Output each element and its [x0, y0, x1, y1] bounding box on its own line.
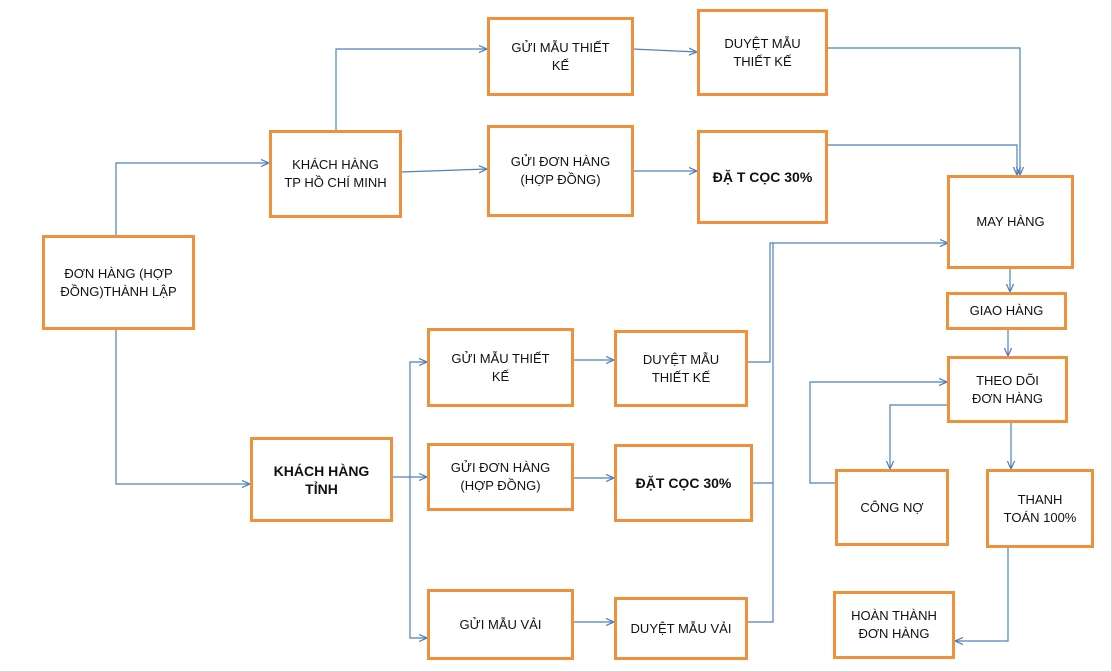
connector-province-to-send-design [409, 362, 427, 477]
node-label: DUYỆT MẪU VẢI [630, 620, 732, 636]
node-hcm-approve-design[interactable]: DUYỆT MẪU THIẾT KẾ [697, 9, 828, 96]
node-prov-send-order[interactable]: GỬI ĐƠN HÀNG (HỢP ĐỒNG) [427, 443, 574, 511]
node-prov-send-design[interactable]: GỬI MẪU THIẾT KẾ [427, 328, 574, 407]
connector-hcm-deposit-to-sewing [828, 144, 1017, 175]
node-delivery[interactable]: GIAO HÀNG [946, 292, 1067, 330]
node-hcm-customer[interactable]: KHÁCH HÀNG TP HỒ CHÍ MINH [269, 130, 402, 218]
node-label: KHÁCH HÀNG TỈNH [273, 462, 370, 497]
node-label: DUYỆT MẪU THIẾT KẾ [724, 35, 801, 69]
node-hcm-deposit[interactable]: ĐẶ T CỌC 30% [697, 130, 828, 224]
node-label: CÔNG NỢ [860, 499, 924, 515]
node-label: GỬI ĐƠN HÀNG (HỢP ĐỒNG) [510, 154, 611, 187]
node-label: ĐẶ T CỌC 30% [712, 169, 813, 185]
connector-payment-to-complete [955, 548, 1009, 641]
connector-debt-to-tracking [809, 382, 947, 484]
node-debt[interactable]: CÔNG NỢ [835, 469, 949, 546]
connector-hcm-to-send-design [335, 49, 487, 130]
node-prov-approve-design[interactable]: DUYỆT MẪU THIẾT KẾ [614, 330, 748, 407]
node-order-established[interactable]: ĐƠN HÀNG (HỢP ĐỒNG)THÀNH LẬP [42, 235, 195, 330]
node-label: DUYỆT MẪU THIẾT KẾ [642, 351, 720, 385]
connector-province-to-send-fabric [409, 477, 427, 638]
node-hcm-send-order[interactable]: GỬI ĐƠN HÀNG (HỢP ĐỒNG) [487, 125, 634, 217]
node-label: KHÁCH HÀNG TP HỒ CHÍ MINH [284, 157, 387, 190]
node-label: GỬI MẪU THIẾT KẾ [451, 350, 550, 384]
node-label: GỬI MẪU THIẾT KẾ [511, 39, 610, 73]
node-order-complete[interactable]: HOÀN THÀNH ĐƠN HÀNG [833, 591, 955, 659]
node-prov-deposit[interactable]: ĐẶT CỌC 30% [614, 444, 753, 522]
node-label: HOÀN THÀNH ĐƠN HÀNG [851, 608, 937, 641]
connector-prov-fabric-to-bus [747, 483, 774, 623]
connector-start-to-hcm [115, 163, 269, 235]
node-label: MAY HÀNG [976, 214, 1045, 229]
node-sewing[interactable]: MAY HÀNG [947, 175, 1074, 269]
node-prov-approve-fabric[interactable]: DUYỆT MẪU VẢI [614, 597, 748, 660]
node-label: GIAO HÀNG [969, 303, 1044, 318]
connector-hcm-to-send-order [400, 169, 487, 172]
node-prov-send-fabric[interactable]: GỬI MẪU VẢI [427, 589, 574, 660]
node-label: ĐƠN HÀNG (HỢP ĐỒNG)THÀNH LẬP [60, 265, 177, 299]
node-full-payment[interactable]: THANH TOÁN 100% [986, 469, 1094, 548]
connector-prov-approve-to-sewing [747, 243, 948, 363]
node-label: THANH TOÁN 100% [1003, 491, 1077, 525]
connector-tracking-to-debt [890, 404, 947, 469]
node-label: GỬI ĐƠN HÀNG (HỢP ĐỒNG) [450, 460, 551, 493]
node-order-tracking[interactable]: THEO DÕI ĐƠN HÀNG [947, 356, 1068, 423]
connector-hcm-design-to-approve [632, 49, 697, 52]
node-hcm-send-design[interactable]: GỬI MẪU THIẾT KẾ [487, 17, 634, 96]
node-label: ĐẶT CỌC 30% [635, 475, 732, 491]
node-label: THEO DÕI ĐƠN HÀNG [971, 372, 1044, 406]
node-province-customer[interactable]: KHÁCH HÀNG TỈNH [250, 437, 393, 522]
node-label: GỬI MẪU VẢI [459, 616, 542, 632]
connector-hcm-approve-to-sewing [828, 47, 1020, 175]
connector-start-to-province [115, 330, 250, 484]
